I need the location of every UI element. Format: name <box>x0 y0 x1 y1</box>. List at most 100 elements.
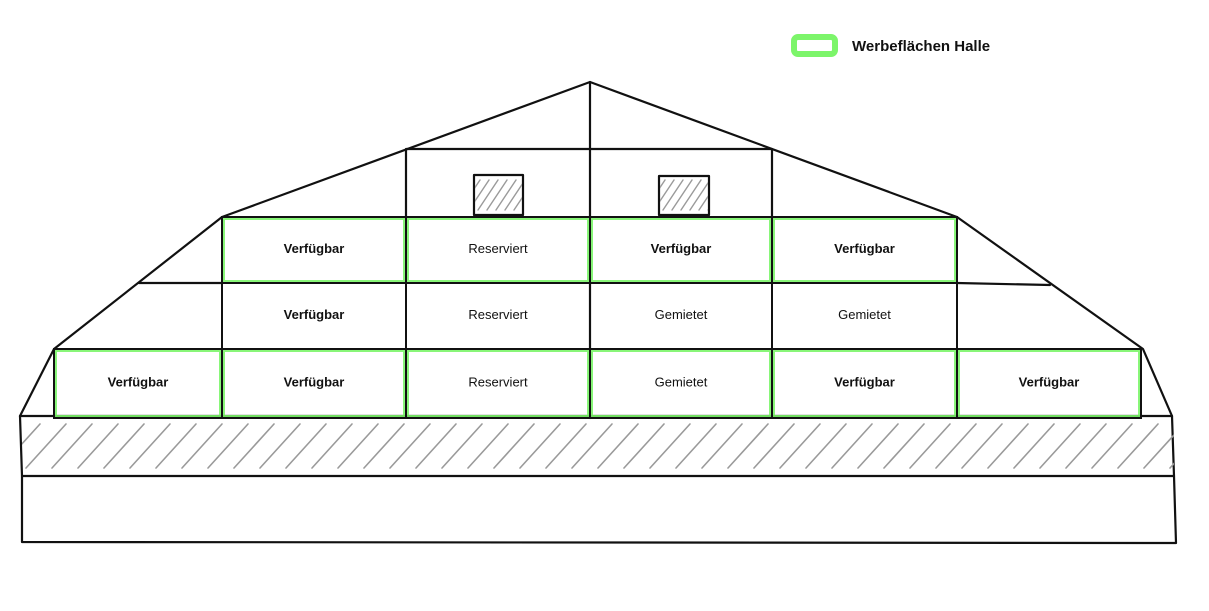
hatch-stroke <box>477 179 499 211</box>
right-wing-line <box>955 281 1052 287</box>
legend-swatch <box>791 34 838 57</box>
legend-label: Werbeflächen Halle <box>852 38 990 55</box>
hatch-stroke <box>857 423 899 469</box>
space-cell-top-4: Verfügbar <box>771 216 958 284</box>
hatch-stroke <box>1117 423 1159 469</box>
hatch-stroke <box>103 423 145 469</box>
hatch-stroke <box>523 180 543 210</box>
space-cell-bottom-0: Verfügbar <box>53 348 223 419</box>
hatch-stroke <box>689 181 708 211</box>
hatch-stroke <box>441 423 483 469</box>
building-outline <box>18 80 1178 545</box>
hatch-stroke <box>717 180 737 210</box>
attic-window-right <box>657 174 711 217</box>
space-cell-bottom-2: Reserviert <box>405 348 591 419</box>
hatch-stroke <box>987 423 1029 469</box>
space-status-label: Reserviert <box>468 375 528 390</box>
hatch-stroke <box>207 423 249 469</box>
hatch-stroke <box>486 179 508 211</box>
hatch-stroke <box>1013 423 1055 469</box>
attic-window-left-hatching <box>475 179 552 211</box>
space-status-label: Verfügbar <box>834 241 895 256</box>
space-status-label: Gemietet <box>655 375 708 390</box>
hatch-stroke <box>285 423 327 469</box>
space-status-label: Gemietet <box>655 307 708 322</box>
hatch-stroke <box>259 423 301 469</box>
hatch-stroke <box>1169 462 1174 469</box>
hatch-stroke <box>155 423 197 469</box>
hatch-stroke <box>660 179 675 203</box>
hatch-stroke <box>1196 424 1209 468</box>
space-status-label: Verfügbar <box>284 307 345 322</box>
hatch-stroke <box>707 208 708 211</box>
hatch-stroke <box>311 423 353 469</box>
hatch-stroke <box>597 423 639 469</box>
hatch-stroke <box>389 423 431 469</box>
roof-outline <box>18 80 1174 418</box>
space-cell-middle-3: Gemietet <box>589 282 773 350</box>
hatch-stroke <box>660 179 666 189</box>
space-status-label: Verfügbar <box>834 375 895 390</box>
space-cell-top-3: Verfügbar <box>589 216 773 284</box>
space-status-label: Reserviert <box>468 241 528 256</box>
hatch-stroke <box>181 423 223 469</box>
space-cell-middle-1: Verfügbar <box>221 282 407 350</box>
hatch-stroke <box>467 423 509 469</box>
hatch-stroke <box>675 423 717 469</box>
space-cell-bottom-4: Verfügbar <box>771 348 958 419</box>
hatch-stroke <box>831 423 873 469</box>
hatch-stroke <box>337 423 379 469</box>
hatch-stroke <box>571 423 613 469</box>
attic-frame <box>404 147 774 220</box>
hatch-stroke <box>805 423 847 469</box>
space-cell-top-1: Verfügbar <box>221 216 407 284</box>
hatch-stroke <box>883 423 925 469</box>
hatch-stroke <box>1091 423 1133 469</box>
hatch-stroke <box>519 423 561 469</box>
hatch-stroke <box>22 423 41 445</box>
attic-window-right-hatching <box>660 179 737 211</box>
space-cell-middle-2: Reserviert <box>405 282 591 350</box>
space-status-label: Verfügbar <box>108 375 169 390</box>
hatch-stroke <box>415 423 457 469</box>
attic-window-left <box>472 173 525 217</box>
hatch-stroke <box>935 423 977 469</box>
hatch-stroke <box>779 423 821 469</box>
space-cell-top-2: Reserviert <box>405 216 591 284</box>
hatch-stroke <box>623 423 665 469</box>
space-cell-bottom-1: Verfügbar <box>221 348 407 419</box>
hatch-stroke <box>495 179 517 211</box>
space-cell-middle-4: Gemietet <box>771 282 958 350</box>
space-status-label: Verfügbar <box>1019 375 1080 390</box>
space-status-label: Verfügbar <box>651 241 712 256</box>
hatch-stroke <box>753 423 795 469</box>
hatch-stroke <box>475 179 490 203</box>
space-cell-bottom-5: Verfügbar <box>956 348 1142 419</box>
hatch-stroke <box>363 423 405 469</box>
hatch-stroke <box>504 183 522 211</box>
hatch-stroke <box>475 179 481 189</box>
hatch-stroke <box>649 423 691 469</box>
hatch-stroke <box>513 196 522 211</box>
hatch-stroke <box>532 180 552 210</box>
hatch-stroke <box>909 423 951 469</box>
hatch-stroke <box>1065 423 1107 469</box>
hatch-stroke <box>701 423 743 469</box>
foundation-lower <box>20 474 1178 545</box>
hatch-stroke <box>698 195 708 211</box>
space-status-label: Reserviert <box>468 307 528 322</box>
space-status-label: Gemietet <box>838 307 891 322</box>
hatch-stroke <box>1039 423 1081 469</box>
hatch-stroke <box>129 423 171 469</box>
hatch-stroke <box>671 179 693 211</box>
hatch-stroke <box>961 423 1003 469</box>
hatch-stroke <box>77 423 119 469</box>
hatch-stroke <box>51 423 93 469</box>
hatch-stroke <box>493 423 535 469</box>
foundation-hatching <box>22 423 1209 469</box>
hatch-stroke <box>662 179 684 211</box>
hatch-stroke <box>25 423 67 469</box>
hatch-stroke <box>545 423 587 469</box>
